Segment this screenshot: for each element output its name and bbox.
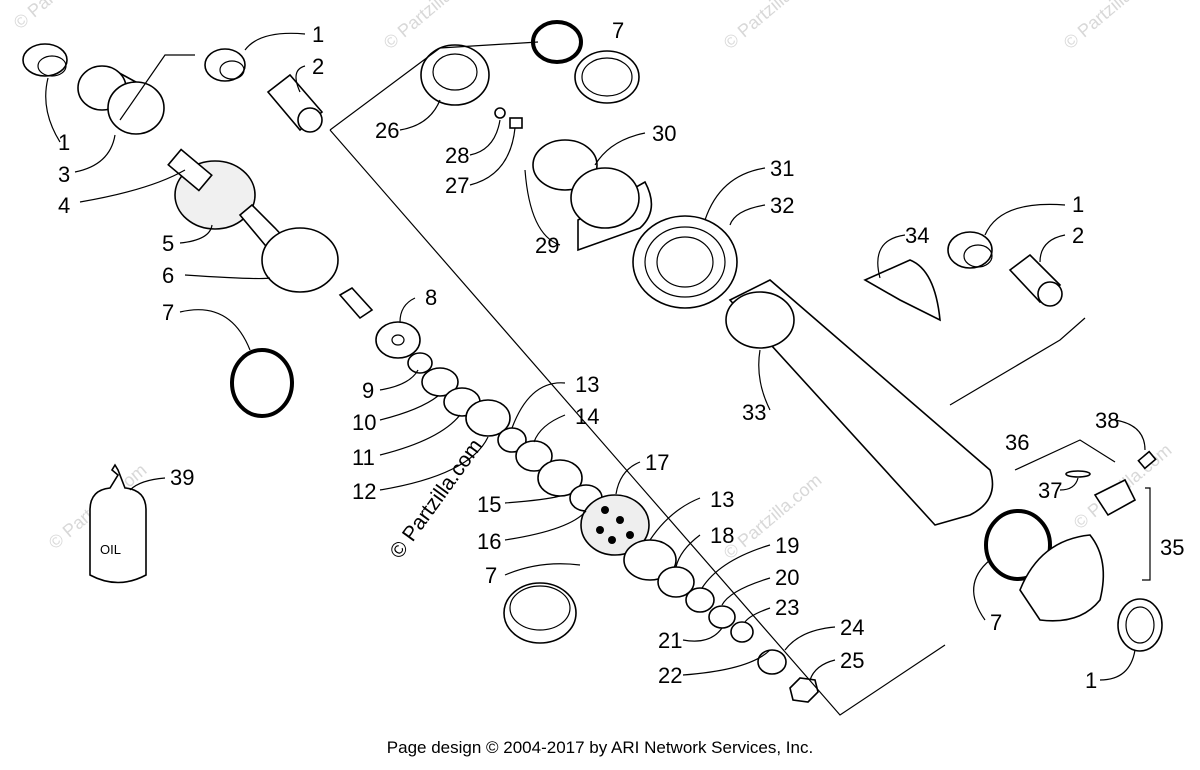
bracket-line-top-left xyxy=(119,54,195,121)
bracket-line-35 xyxy=(1142,487,1151,581)
callout-22: 22 xyxy=(658,663,682,688)
shock-shaft-assembly xyxy=(167,148,374,320)
watermark-main: © Partzilla.com xyxy=(385,435,487,563)
oil-label: OIL xyxy=(100,542,121,557)
callout-15: 15 xyxy=(477,492,501,517)
callout-16: 16 xyxy=(477,529,501,554)
callout-5: 5 xyxy=(162,231,174,256)
callout-1-right: 1 xyxy=(1072,192,1084,217)
callout-6: 6 xyxy=(162,263,174,288)
callout-31: 31 xyxy=(770,156,794,181)
callout-1-top: 1 xyxy=(312,22,324,47)
ring-7-top xyxy=(574,50,640,104)
callout-3: 3 xyxy=(58,162,70,187)
cap-26 xyxy=(420,44,490,106)
end-cap-35 xyxy=(1019,450,1163,652)
callout-12: 12 xyxy=(352,479,376,504)
ball-28 xyxy=(494,107,506,119)
callout-32: 32 xyxy=(770,193,794,218)
callout-35: 35 xyxy=(1160,535,1184,560)
callout-37: 37 xyxy=(1038,478,1062,503)
wear-band-7 xyxy=(503,582,577,644)
callout-4: 4 xyxy=(58,193,70,218)
lower-shim-stack xyxy=(623,539,819,703)
callout-30: 30 xyxy=(652,121,676,146)
box-outline xyxy=(329,129,946,716)
callout-18: 18 xyxy=(710,523,734,548)
callout-24: 24 xyxy=(840,615,864,640)
callout-29: 29 xyxy=(535,233,559,258)
callout-39: 39 xyxy=(170,465,194,490)
callout-13-upper: 13 xyxy=(575,372,599,397)
deflector-34 xyxy=(863,259,941,322)
callout-2-right: 2 xyxy=(1072,223,1084,248)
sleeve-3 xyxy=(77,65,165,135)
watermark-faint-3: © Partzilla.com xyxy=(720,0,826,53)
watermark-faint-6: © Partzilla.com xyxy=(720,470,826,563)
screw-27 xyxy=(509,117,523,129)
o-ring-7-right xyxy=(984,509,1052,581)
spacer-2-top xyxy=(266,73,324,133)
oil-bottle-39: OIL xyxy=(89,463,147,584)
shim-stack xyxy=(375,321,603,512)
callout-13-lower: 13 xyxy=(710,487,734,512)
watermark-faint-1: © Partzilla.com xyxy=(10,0,116,33)
bladder-29-30 xyxy=(532,139,653,252)
callout-19: 19 xyxy=(775,533,799,558)
leader-lines xyxy=(45,32,1146,681)
callout-7-lower: 7 xyxy=(485,563,497,588)
piston-17 xyxy=(580,494,650,556)
callout-26: 26 xyxy=(375,118,399,143)
bracket-line-top-center xyxy=(329,41,539,131)
callout-10: 10 xyxy=(352,410,376,435)
bushing-1-left xyxy=(22,43,68,77)
callout-33: 33 xyxy=(742,400,766,425)
callout-27: 27 xyxy=(445,173,469,198)
callout-7-right: 7 xyxy=(990,610,1002,635)
callout-7-top: 7 xyxy=(612,18,624,43)
adjuster-nut-31-32 xyxy=(632,215,738,309)
bracket-line-right xyxy=(949,317,1086,406)
spacer-2-right xyxy=(1008,253,1063,307)
page-footer: Page design © 2004-2017 by ARI Network S… xyxy=(386,738,814,757)
callout-25: 25 xyxy=(840,648,864,673)
callout-23: 23 xyxy=(775,595,799,620)
callout-34: 34 xyxy=(905,223,929,248)
body-33 xyxy=(725,279,994,526)
bushing-1-top xyxy=(204,48,246,82)
callout-17: 17 xyxy=(645,450,669,475)
bushing-1-right xyxy=(947,231,993,269)
bracket-line-36 xyxy=(1014,439,1116,471)
watermark-faint-4: © Partzilla.com xyxy=(1060,0,1166,53)
callout-7-left: 7 xyxy=(162,300,174,325)
o-ring-7-left xyxy=(230,348,294,418)
callout-1-left: 1 xyxy=(58,130,70,155)
callout-14: 14 xyxy=(575,404,599,429)
callout-8: 8 xyxy=(425,285,437,310)
callout-2-top: 2 xyxy=(312,54,324,79)
callout-20: 20 xyxy=(775,565,799,590)
callout-28: 28 xyxy=(445,143,469,168)
callout-21: 21 xyxy=(658,628,682,653)
callout-1-bottom: 1 xyxy=(1085,668,1097,693)
callout-labels: 1 2 1 3 4 5 6 7 8 9 10 11 12 13 14 15 16… xyxy=(58,18,1184,693)
callout-9: 9 xyxy=(362,378,374,403)
watermark-faint-2: © Partzilla.com xyxy=(380,0,486,53)
o-ring-top xyxy=(531,20,583,64)
callout-38: 38 xyxy=(1095,408,1119,433)
callout-36: 36 xyxy=(1005,430,1029,455)
callout-11: 11 xyxy=(352,445,375,470)
